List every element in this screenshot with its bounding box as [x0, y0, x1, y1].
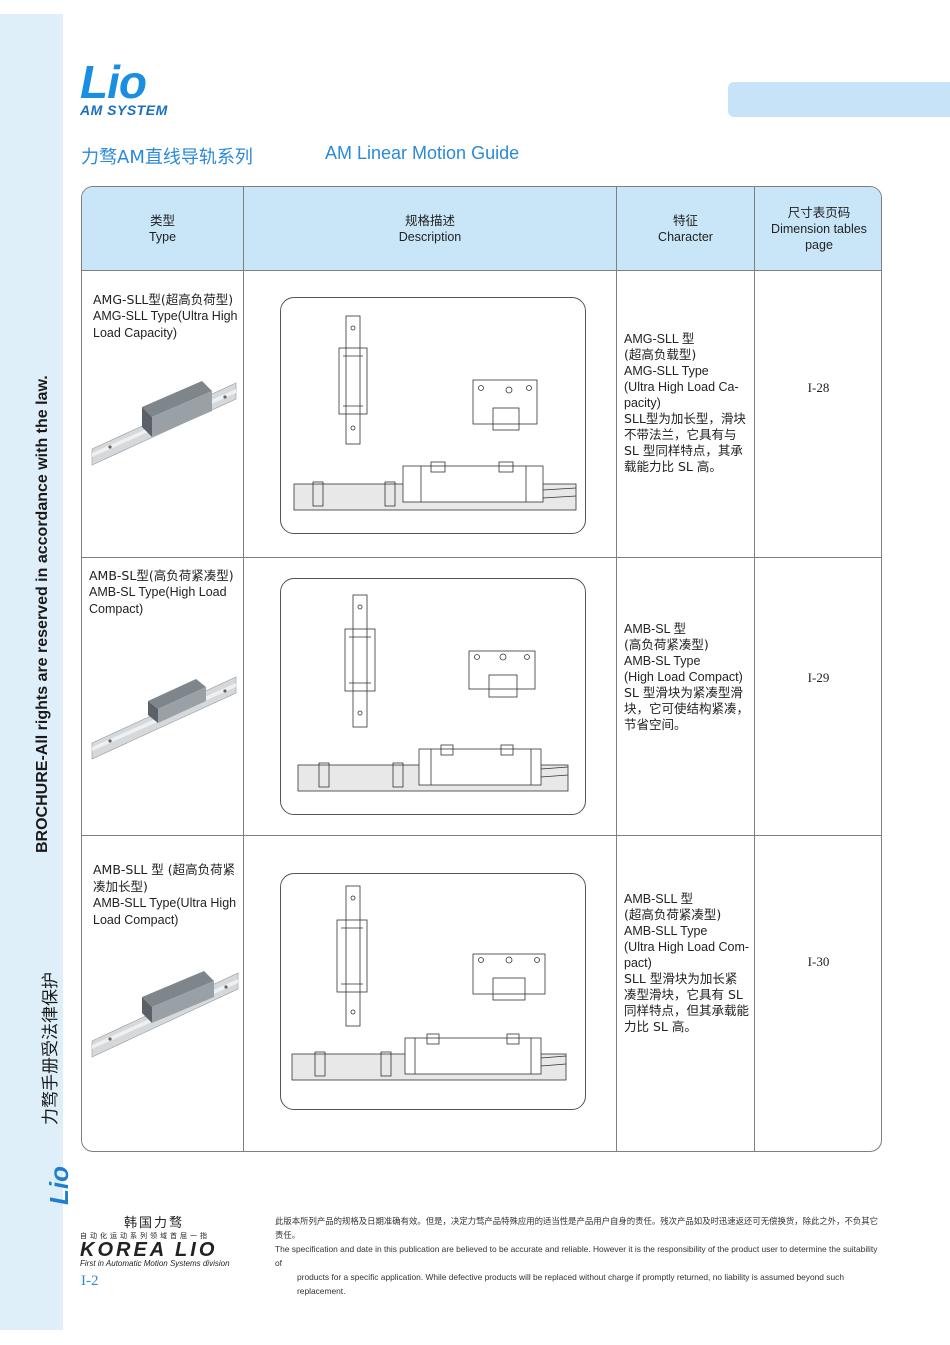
- row-2-char-line: (High Load Compact): [624, 670, 743, 684]
- footer-slogan: First in Automatic Motion Systems divisi…: [80, 1259, 230, 1268]
- row-2-type: AMB-SL型(高负荷紧凑型) AMB-SL Type(High Load Co…: [89, 567, 243, 618]
- row-3-drawing-lines: [291, 885, 567, 1081]
- header-page: 尺寸表页码 Dimension tables page: [755, 187, 881, 271]
- header-page-en: Dimension tables page: [771, 222, 867, 252]
- disclaimer-en-2: products for a specific application. Whi…: [297, 1272, 844, 1296]
- row-1-char-line: SLL型为加长型，滑块: [624, 411, 746, 426]
- logo-subtitle: AM SYSTEM: [80, 102, 168, 118]
- row-2-drawing-lines: [297, 594, 569, 792]
- header-description: 规格描述 Description: [244, 187, 616, 271]
- row-2-page: I-29: [807, 670, 830, 685]
- header-type-en: Type: [148, 230, 177, 244]
- row-1-char-line: AMG-SLL 型: [624, 332, 695, 346]
- side-band: [0, 14, 63, 1330]
- column-divider: [616, 187, 617, 1151]
- row-1-char-line: 不带法兰，它具有与: [624, 427, 737, 442]
- footer-brand: 韩国力骛 自动化运动系列领域首屈一指 KOREA LIO First in Au…: [80, 1212, 230, 1268]
- row-2-char-line: SL 型滑块为紧凑型滑: [624, 685, 743, 700]
- row-2-product-photo: [91, 676, 237, 760]
- row-3-char-line: AMB-SLL 型: [624, 892, 694, 906]
- row-1-char-line: AMG-SLL Type: [624, 364, 709, 378]
- row-3-character: AMB-SLL 型 (超高负荷紧凑型) AMB-SLL Type (Ultra …: [624, 891, 750, 1035]
- side-copyright-text: BROCHURE-All rights are reserved in acco…: [34, 375, 51, 853]
- row-2-type-en: AMB-SL Type(High Load Compact): [89, 585, 227, 616]
- row-3-char-line: (超高负荷紧凑型): [624, 907, 722, 922]
- side-logo: Lio: [44, 1166, 74, 1205]
- row-3-char-line: pact): [624, 956, 652, 970]
- row-1-type-cn: AMG-SLL型(超高负荷型): [93, 292, 234, 307]
- row-1-char-line: pacity): [624, 396, 661, 410]
- row-2-char-line: 块，它可使结构紧凑，: [624, 701, 750, 716]
- logo-mark: Lio: [80, 56, 147, 108]
- footer-disclaimer: 此版本所列产品的规格及日期准确有效。但是，决定力骛产品特殊应用的适当性是产品用户…: [275, 1214, 885, 1298]
- row-1-technical-drawing: [280, 297, 586, 534]
- row-3-type-cn: AMB-SLL 型 (超高负荷紧凑加长型): [93, 862, 236, 894]
- row-2-technical-drawing: [280, 578, 586, 815]
- row-2-char-line: AMB-SL Type: [624, 654, 701, 668]
- row-1-product-photo: [91, 381, 237, 466]
- header-description-cn: 规格描述: [404, 213, 455, 228]
- row-3-char-line: AMB-SLL Type: [624, 924, 708, 938]
- column-divider: [754, 187, 755, 1151]
- row-3-char-line: 同样特点，但其承载能: [624, 1003, 750, 1018]
- header-page-cn: 尺寸表页码: [787, 205, 851, 220]
- row-1-page: I-28: [807, 380, 830, 395]
- row-3-char-line: SLL 型滑块为加长紧: [624, 971, 738, 986]
- row-1-type-en: AMG-SLL Type(Ultra High Load Capacity): [93, 309, 238, 340]
- row-2-char-line: AMB-SL 型: [624, 622, 687, 636]
- row-3-char-line: 凑型滑块，它具有 SL: [624, 987, 743, 1002]
- row-1-drawing-lines: [293, 315, 577, 511]
- row-1-char-line: (超高负载型): [624, 347, 697, 362]
- footer-brand-name: KOREA LIO: [80, 1239, 218, 1261]
- row-3-type: AMB-SLL 型 (超高负荷紧凑加长型) AMB-SLL Type(Ultra…: [93, 861, 243, 929]
- section-tab: [728, 82, 950, 117]
- page-title-en: AM Linear Motion Guide: [325, 143, 520, 163]
- row-3-char-line: 力比 SL 高。: [624, 1019, 697, 1034]
- header-description-en: Description: [398, 230, 462, 244]
- row-2-character: AMB-SL 型 (高负荷紧凑型) AMB-SL Type (High Load…: [624, 621, 750, 733]
- row-1-char-line: (Ultra High Load Ca-: [624, 380, 739, 394]
- row-2-type-cn: AMB-SL型(高负荷紧凑型): [89, 568, 234, 583]
- header-character: 特征 Character: [617, 187, 754, 271]
- row-3-char-line: (Ultra High Load Com-: [624, 940, 750, 954]
- brand-logo: Lio AM SYSTEM: [80, 56, 168, 118]
- side-copyright-text-cn: 力骛手册受法律保护: [41, 972, 61, 1125]
- product-table: 类型 Type 规格描述 Description 特征 Character 尺寸…: [81, 186, 882, 1152]
- row-3-page: I-30: [807, 954, 830, 969]
- header-type: 类型 Type: [82, 187, 243, 271]
- header-character-cn: 特征: [672, 213, 698, 228]
- row-3-technical-drawing: [280, 873, 586, 1110]
- row-divider: [82, 557, 881, 558]
- row-2-char-line: 节省空间。: [624, 717, 687, 732]
- row-1-character: AMG-SLL 型 (超高负载型) AMG-SLL Type (Ultra Hi…: [624, 331, 750, 475]
- row-1-char-line: 载能力比 SL 高。: [624, 459, 722, 474]
- row-1-char-line: SL 型同样特点，其承: [624, 443, 743, 458]
- footer-brand-cn-small: 自动化运动系列领域首屈一指: [80, 1232, 210, 1240]
- column-divider: [243, 187, 244, 1151]
- header-type-cn: 类型: [149, 213, 175, 228]
- row-1-type: AMG-SLL型(超高负荷型) AMG-SLL Type(Ultra High …: [93, 291, 243, 342]
- footer-brand-cn: 韩国力骛: [124, 1216, 185, 1231]
- disclaimer-cn: 此版本所列产品的规格及日期准确有效。但是，决定力骛产品特殊应用的适当性是产品用户…: [275, 1216, 878, 1240]
- row-3-product-photo: [91, 971, 239, 1058]
- table-header: [82, 187, 881, 271]
- page-number: I-2: [81, 1273, 99, 1289]
- row-2-char-line: (高负荷紧凑型): [624, 637, 709, 652]
- row-3-type-en: AMB-SLL Type(Ultra High Load Compact): [93, 896, 237, 927]
- header-character-en: Character: [658, 230, 713, 244]
- page-title-cn: 力骛AM直线导轨系列: [81, 147, 253, 168]
- disclaimer-en-1: The specification and date in this publi…: [275, 1244, 878, 1268]
- row-divider: [82, 835, 881, 836]
